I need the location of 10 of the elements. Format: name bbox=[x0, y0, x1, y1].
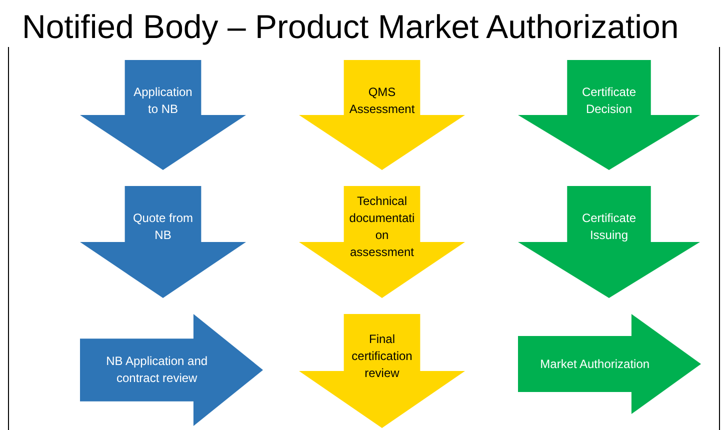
step-label: Final certification review bbox=[350, 330, 414, 382]
step-label: Certificate Issuing bbox=[580, 210, 637, 244]
step-label: Quote from NB bbox=[132, 210, 194, 244]
step-label: Market Authorization bbox=[540, 356, 650, 372]
step-label: NB Application and contract review bbox=[105, 352, 209, 387]
step-label: Application to NB bbox=[132, 84, 194, 118]
title: Notified Body – Product Market Authorization bbox=[22, 8, 679, 46]
step-label: Certificate Decision bbox=[580, 84, 637, 118]
step-label: QMS Assessment bbox=[348, 84, 416, 118]
step-label: Technical documentation assessment bbox=[348, 193, 416, 262]
